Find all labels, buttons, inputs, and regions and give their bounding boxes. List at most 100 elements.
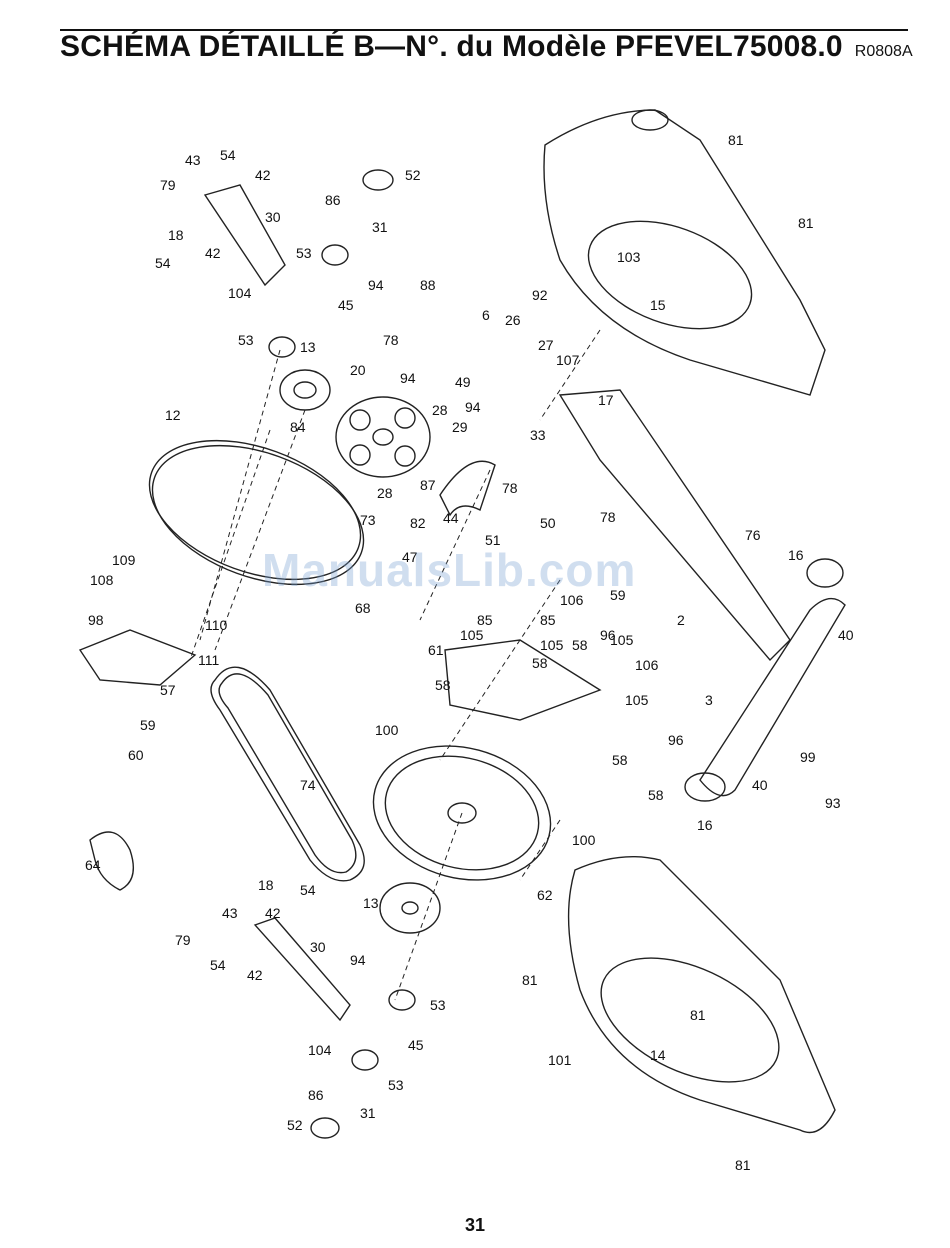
- bearing-53-b: [268, 336, 296, 358]
- drive-belt-74: [210, 666, 365, 882]
- callout-52: 52: [287, 1117, 303, 1133]
- callout-50: 50: [540, 515, 556, 531]
- callout-58: 58: [612, 752, 628, 768]
- callout-49: 49: [455, 374, 471, 390]
- bearing-53-a: [321, 244, 349, 266]
- callout-42: 42: [205, 245, 221, 261]
- callout-110: 110: [205, 617, 228, 633]
- callout-43: 43: [222, 905, 238, 921]
- callout-59: 59: [610, 587, 626, 603]
- frame-tube-3: [699, 597, 846, 797]
- flywheel-disc: [148, 439, 362, 581]
- page-header: SCHÉMA DÉTAILLÉ B—N°. du Modèle PFEVEL75…: [60, 30, 913, 64]
- callout-54: 54: [300, 882, 316, 898]
- callout-81: 81: [728, 132, 744, 148]
- callout-105: 105: [460, 627, 484, 643]
- spacer-13-top: [279, 369, 331, 411]
- callout-54: 54: [155, 255, 171, 271]
- callout-31: 31: [372, 219, 388, 235]
- callout-61: 61: [428, 642, 444, 658]
- callout-107: 107: [556, 352, 580, 368]
- callout-58: 58: [648, 787, 664, 803]
- right-shroud: [543, 109, 826, 396]
- callout-40: 40: [838, 627, 854, 643]
- callout-105: 105: [625, 692, 649, 708]
- exploded-view-diagram: 54 43 79 42 30 18 54 42 104 45 53 13 86 …: [78, 109, 854, 1173]
- callout-42: 42: [247, 967, 263, 983]
- callout-58: 58: [435, 677, 451, 693]
- callout-28: 28: [377, 485, 393, 501]
- callout-47: 47: [402, 549, 418, 565]
- callout-13: 13: [300, 339, 316, 355]
- callout-2: 2: [677, 612, 685, 628]
- callout-94: 94: [465, 399, 481, 415]
- callout-84: 84: [290, 419, 306, 435]
- callout-86: 86: [325, 192, 341, 208]
- callout-13: 13: [363, 895, 379, 911]
- callout-30: 30: [265, 209, 281, 225]
- callout-28: 28: [432, 402, 448, 418]
- callout-88: 88: [420, 277, 436, 293]
- watermark: ManualsLib.com: [262, 544, 637, 596]
- callout-81: 81: [522, 972, 538, 988]
- callout-76: 76: [745, 527, 761, 543]
- callout-59: 59: [140, 717, 156, 733]
- callout-94: 94: [400, 370, 416, 386]
- callout-54: 54: [210, 957, 226, 973]
- callout-99: 99: [800, 749, 816, 765]
- callout-78: 78: [600, 509, 616, 525]
- callout-73: 73: [360, 512, 376, 528]
- callout-51: 51: [485, 532, 501, 548]
- callout-58: 58: [572, 637, 588, 653]
- callout-105: 105: [540, 637, 564, 653]
- callout-96: 96: [600, 627, 616, 643]
- callout-52: 52: [405, 167, 421, 183]
- spacer-13-bottom: [379, 882, 441, 934]
- callout-45: 45: [408, 1037, 424, 1053]
- callout-31: 31: [360, 1105, 376, 1121]
- callout-16: 16: [788, 547, 804, 563]
- frame-tube-2: [558, 389, 791, 662]
- callout-98: 98: [88, 612, 104, 628]
- callout-57: 57: [160, 682, 176, 698]
- callout-74: 74: [300, 777, 316, 793]
- left-shroud-panel: [600, 957, 780, 1083]
- callout-16: 16: [697, 817, 713, 833]
- drawing-code: R0808A: [854, 43, 913, 60]
- callout-100: 100: [375, 722, 399, 738]
- callout-79: 79: [175, 932, 191, 948]
- bearing-53-d: [351, 1049, 379, 1071]
- callout-53: 53: [296, 245, 312, 261]
- flywheel-rim: [151, 444, 365, 586]
- callout-104: 104: [228, 285, 252, 301]
- callout-42: 42: [265, 905, 281, 921]
- page-title: SCHÉMA DÉTAILLÉ B—N°. du Modèle PFEVEL75…: [60, 30, 843, 63]
- mounting-plate-98: [78, 629, 197, 686]
- callout-17: 17: [598, 392, 614, 408]
- callout-43: 43: [185, 152, 201, 168]
- cap-52-top: [362, 169, 394, 191]
- callout-87: 87: [420, 477, 436, 493]
- callout-14: 14: [650, 1047, 666, 1063]
- callout-79: 79: [160, 177, 176, 193]
- idler-plate-61: [444, 639, 602, 721]
- callout-40: 40: [752, 777, 768, 793]
- callout-85: 85: [540, 612, 556, 628]
- callout-81: 81: [735, 1157, 751, 1173]
- pulley-20: [335, 396, 431, 478]
- callout-18: 18: [168, 227, 184, 243]
- crank-arm-30-bottom: [253, 917, 351, 1022]
- callout-103: 103: [617, 249, 641, 265]
- callout-93: 93: [825, 795, 841, 811]
- callout-3: 3: [705, 692, 713, 708]
- callout-20: 20: [350, 362, 366, 378]
- callout-30: 30: [310, 939, 326, 955]
- callout-94: 94: [368, 277, 384, 293]
- callout-92: 92: [532, 287, 548, 303]
- callout-62: 62: [537, 887, 553, 903]
- callout-26: 26: [505, 312, 521, 328]
- callout-106: 106: [635, 657, 659, 673]
- callout-45: 45: [338, 297, 354, 313]
- crank-arm-30-top: [203, 184, 286, 287]
- callout-44: 44: [443, 510, 459, 526]
